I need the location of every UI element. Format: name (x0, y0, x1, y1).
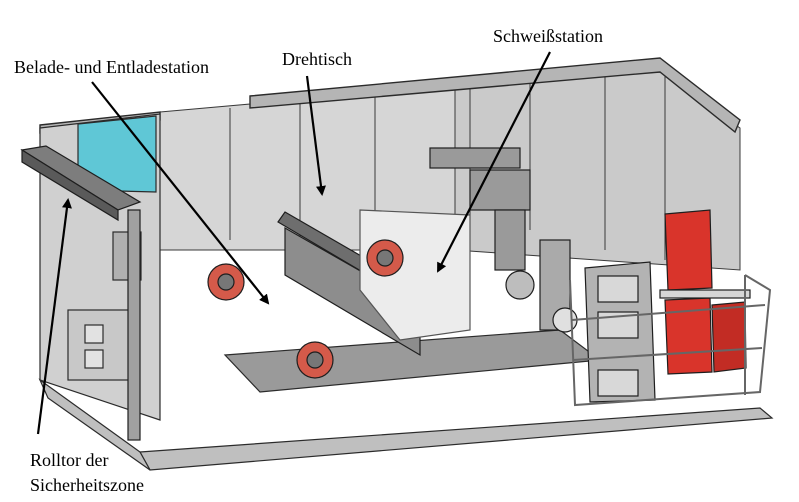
label-rolltor-line2: Sicherheitszone (30, 475, 144, 495)
label-rolltor: Rolltor der Sicherheitszone (30, 448, 144, 498)
rotary-table (207, 209, 471, 379)
arrow-beladestation (91, 81, 270, 305)
welding-power-sources (659, 209, 751, 375)
control-cabinets (584, 261, 656, 403)
arrow-drehtisch (305, 75, 326, 196)
label-drehtisch: Drehtisch (282, 49, 352, 69)
arrow-rolltor (36, 198, 72, 435)
roll-door (20, 145, 142, 441)
label-rolltor-line1: Rolltor der (30, 450, 109, 470)
arrow-schweissstation (437, 51, 551, 273)
label-beladestation: Belade- und Entladestation (14, 57, 209, 77)
annotation-arrows (36, 51, 551, 435)
label-schweissstation: Schweißstation (493, 26, 603, 46)
safety-railing (569, 274, 772, 407)
